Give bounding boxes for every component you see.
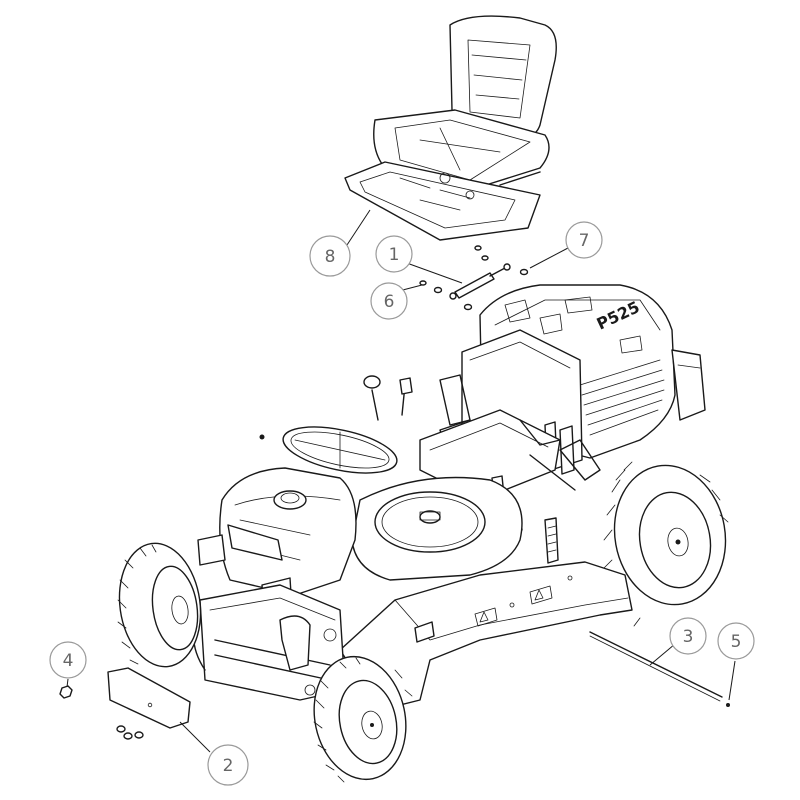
- washers-and-nuts: [419, 245, 529, 311]
- front-frame: [192, 584, 346, 713]
- callout-4-label: 4: [63, 651, 74, 671]
- callout-6-label: 6: [384, 292, 395, 312]
- front-plate-part: [107, 667, 191, 740]
- callout-2-label: 2: [223, 756, 234, 776]
- callout-7-label: 7: [579, 231, 590, 251]
- callout-3: 3: [669, 617, 707, 655]
- seat-assembly: [344, 15, 557, 241]
- callout-5: 5: [717, 622, 755, 660]
- callout-7: 7: [565, 221, 603, 259]
- steering-assembly: [259, 375, 413, 474]
- front-left-wheel: [117, 542, 202, 668]
- callout-2: 2: [207, 744, 249, 786]
- callout-5-label: 5: [731, 632, 742, 652]
- callout-8: 8: [309, 235, 351, 277]
- callout-4: 4: [49, 641, 87, 679]
- callout-6: 6: [370, 282, 408, 320]
- callout-8-label: 8: [325, 247, 336, 267]
- rod-part: [589, 631, 730, 707]
- callout-1: 1: [375, 235, 413, 273]
- mower-deck: [339, 476, 633, 711]
- nut-part-4: [59, 685, 73, 699]
- callout-3-label: 3: [683, 627, 694, 647]
- front-right-wheel: [313, 655, 413, 783]
- gas-spring-part: [449, 263, 511, 300]
- rear-wheel: [603, 461, 729, 627]
- callout-1-label: 1: [389, 245, 400, 265]
